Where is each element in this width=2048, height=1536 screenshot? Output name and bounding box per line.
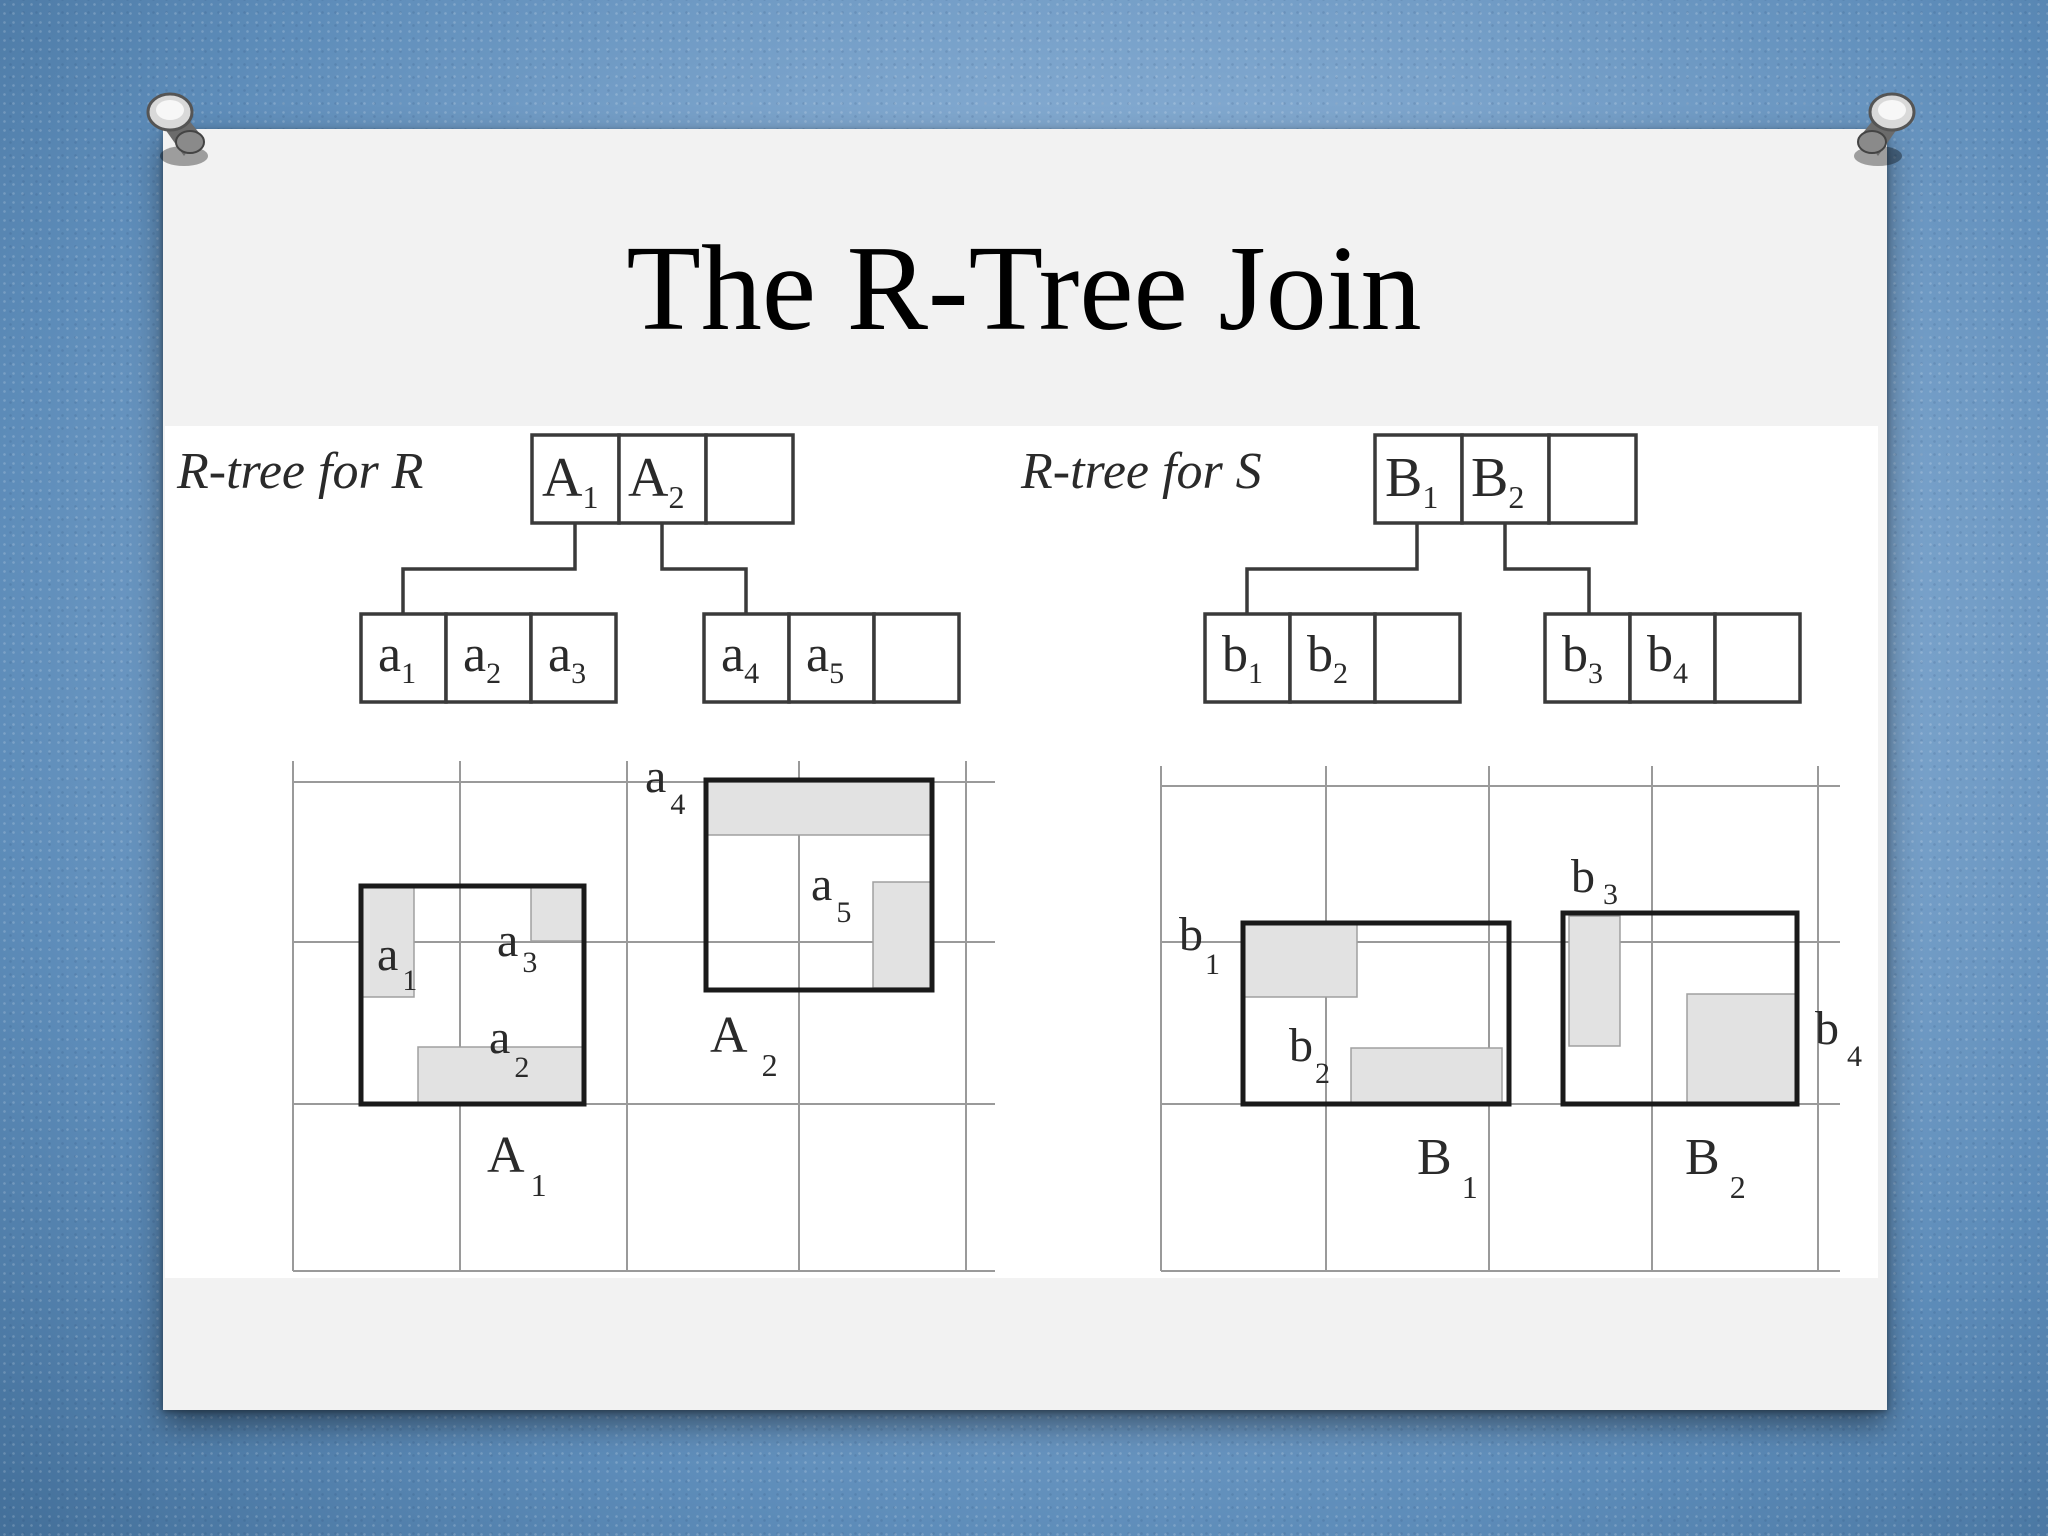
label-b4: b4 bbox=[1815, 1002, 1862, 1073]
label-B2: B2 bbox=[1685, 1129, 1746, 1205]
tree-r-leaf-a5: a5 bbox=[806, 626, 844, 690]
object-a3 bbox=[530, 886, 585, 942]
object-b3 bbox=[1568, 915, 1621, 1047]
tree-s-root-entry-1: B1 bbox=[1385, 447, 1438, 515]
object-a1 bbox=[360, 886, 415, 998]
tree-r-leaf-left bbox=[359, 612, 618, 704]
rtree-diagram: R-tree for R A1 A2 a1 a2 a3 a4 a5 bbox=[176, 433, 1862, 1272]
tree-r-caption: R-tree for R bbox=[176, 443, 423, 500]
tree-s-leaf-right bbox=[1543, 612, 1802, 704]
object-b4 bbox=[1686, 993, 1798, 1105]
mbr-A1 bbox=[358, 883, 587, 1107]
label-b2: b2 bbox=[1289, 1019, 1330, 1090]
object-b1 bbox=[1242, 923, 1358, 998]
space-s-mbrs bbox=[1240, 910, 1800, 1107]
label-A1: A1 bbox=[487, 1127, 547, 1203]
object-b2 bbox=[1350, 1047, 1503, 1105]
space-r-grid bbox=[292, 761, 995, 1272]
tree-s-root-node bbox=[1373, 433, 1638, 525]
label-A2: A2 bbox=[710, 1007, 778, 1083]
tree-s-leaf-b1: b1 bbox=[1222, 626, 1263, 690]
label-B1: B1 bbox=[1417, 1129, 1478, 1205]
tree-r-root-entry-1: A1 bbox=[542, 447, 598, 515]
mbr-A2 bbox=[703, 777, 935, 993]
tree-r-leaf-a1: a1 bbox=[378, 626, 416, 690]
tree-r-leaf-a2: a2 bbox=[463, 626, 501, 690]
tree-s-leaf-b4: b4 bbox=[1647, 626, 1688, 690]
slide-title: The R-Tree Join bbox=[626, 221, 1422, 356]
tree-r-leaf-right bbox=[702, 612, 961, 704]
rtree-figure: R-tree for R A1 A2 a1 a2 a3 a4 a5 bbox=[165, 426, 1878, 1278]
tree-r-root-entry-2: A2 bbox=[628, 447, 684, 515]
mbr-B1 bbox=[1240, 920, 1512, 1107]
object-a4 bbox=[705, 781, 933, 836]
space-r-objects bbox=[360, 781, 933, 1104]
tree-r-root-node bbox=[530, 433, 795, 525]
label-b1: b1 bbox=[1179, 908, 1220, 981]
tree-r-connectors bbox=[401, 523, 748, 614]
label-a2: a2 bbox=[489, 1011, 529, 1084]
tree-s-root-entry-2: B2 bbox=[1471, 447, 1524, 515]
object-a5 bbox=[872, 881, 933, 989]
tree-s-leaf-b2: b2 bbox=[1307, 626, 1348, 690]
tree-s-connectors bbox=[1245, 523, 1591, 614]
pushpin-icon bbox=[146, 92, 208, 166]
mbr-B2 bbox=[1560, 910, 1800, 1107]
tree-s-leaf-b3: b3 bbox=[1562, 626, 1603, 690]
space-r-mbrs bbox=[358, 777, 935, 1107]
label-a5: a5 bbox=[811, 858, 851, 929]
label-a4: a4 bbox=[645, 750, 685, 821]
tree-s-caption: R-tree for S bbox=[1020, 443, 1262, 500]
tree-r-leaf-a3: a3 bbox=[548, 626, 586, 690]
tree-r-leaf-a4: a4 bbox=[721, 626, 759, 690]
pushpin-icon bbox=[1854, 92, 1916, 166]
space-s-objects bbox=[1242, 915, 1798, 1105]
tree-s-leaf-left bbox=[1203, 612, 1462, 704]
